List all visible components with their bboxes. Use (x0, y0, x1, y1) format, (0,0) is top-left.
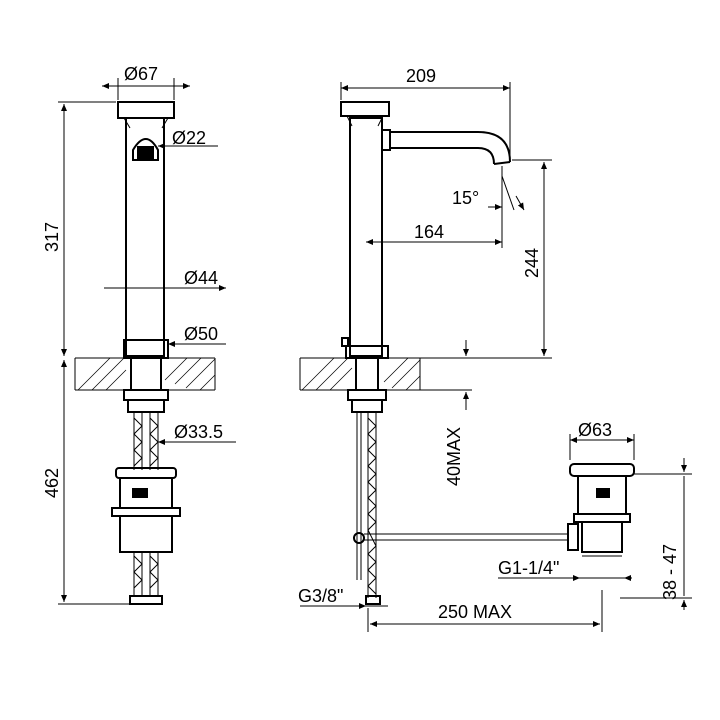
front-waste (111, 467, 181, 553)
side-view: 209 15° 164 244 40MAX G3/8" (298, 66, 692, 632)
front-countertop (74, 357, 216, 391)
dim-width-label: Ø67 (124, 64, 158, 84)
side-hoses (353, 412, 568, 605)
dim-reach-total-label: 209 (406, 66, 436, 86)
front-tap-body (117, 101, 175, 413)
front-dimensions: Ø67 Ø22 Ø44 Ø50 Ø33.5 317 462 (42, 64, 236, 605)
side-tap-body (340, 101, 511, 413)
dim-angle-label: 15° (452, 188, 479, 208)
dim-rod-length-label: 250 MAX (438, 602, 512, 622)
dim-height-above-label: 317 (42, 222, 62, 252)
dim-deck-max-label: 40MAX (444, 427, 464, 486)
dim-waste-thread-label: G1-1/4" (498, 558, 559, 578)
dim-shank-label: Ø33.5 (174, 422, 223, 442)
dim-spout-height-label: 244 (522, 248, 542, 278)
dim-depth-below-label: 462 (42, 468, 62, 498)
side-dimensions: 209 15° 164 244 40MAX G3/8" (298, 66, 692, 632)
dim-inlet-thread-label: G3/8" (298, 586, 343, 606)
front-view: Ø67 Ø22 Ø44 Ø50 Ø33.5 317 462 (42, 64, 236, 605)
dim-base-label: Ø50 (184, 324, 218, 344)
side-waste (567, 463, 635, 557)
dim-cap-label: Ø63 (578, 420, 612, 440)
dim-spout-reach-label: 164 (414, 222, 444, 242)
side-countertop (299, 357, 421, 391)
dim-thickness-range-label: 38 - 47 (660, 544, 680, 600)
dim-spout-label: Ø22 (172, 128, 206, 148)
dim-body-label: Ø44 (184, 268, 218, 288)
